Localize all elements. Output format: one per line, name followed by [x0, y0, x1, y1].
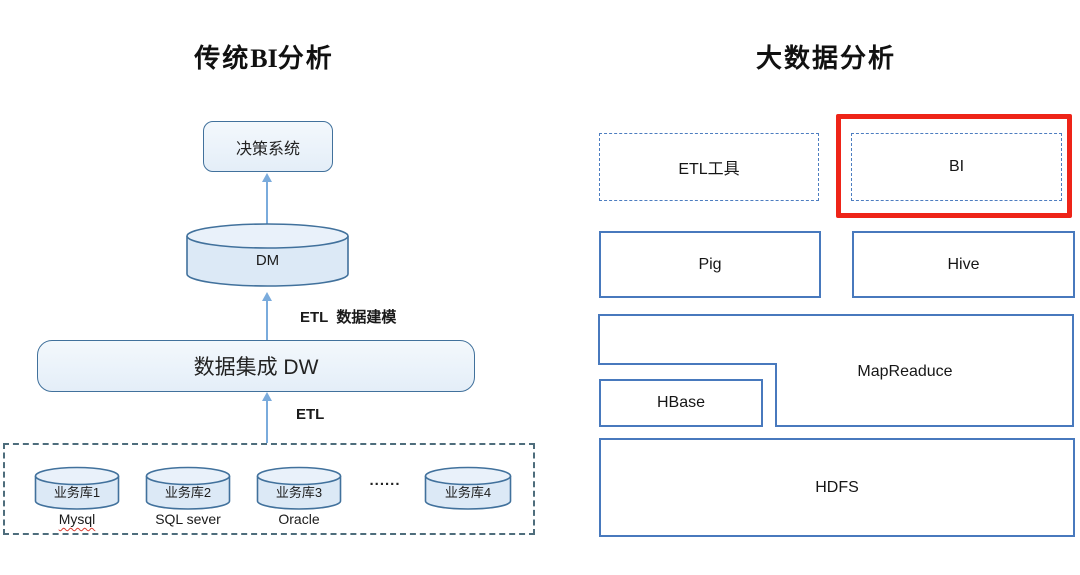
source-databases-container — [3, 443, 535, 535]
source-cylinder-label: 业务库1 — [53, 485, 101, 500]
etl-modeling-label: ETL 数据建模 — [300, 309, 397, 326]
hbase-label: HBase — [656, 394, 706, 411]
mapreduce-shape — [598, 314, 1074, 427]
source-cylinder-3: 业务库3 — [256, 466, 342, 512]
source-cylinder-1: 业务库1 — [34, 466, 120, 512]
dw-label: 数据集成 DW — [193, 356, 319, 379]
arrow-line — [266, 400, 268, 443]
hdfs-box: HDFS — [599, 438, 1075, 537]
hive-box: Hive — [852, 231, 1075, 298]
dm-label: DM — [255, 252, 280, 269]
source-db-type-label: SQL sever — [155, 511, 221, 527]
source-db-type-label: Oracle — [278, 511, 320, 527]
left-title-post: 分析 — [277, 44, 334, 73]
pig-box: Pig — [599, 231, 821, 298]
left-panel-title: 传统BI分析 — [139, 38, 389, 75]
decision-system-box: 决策系统 — [203, 121, 333, 172]
cylinder-shape-icon — [185, 222, 350, 290]
cylinder-shape-icon — [424, 466, 512, 512]
ellipsis-dots: ...... — [369, 472, 401, 489]
decision-system-label: 决策系统 — [235, 140, 300, 158]
etl-tool-label: ETL工具 — [678, 161, 740, 178]
source-db-type-label: Mysql — [58, 511, 96, 527]
dm-cylinder: DM — [185, 222, 350, 290]
mapreduce-label: MapReaduce — [857, 363, 953, 380]
hbase-box: HBase — [599, 379, 763, 427]
left-title-bi: BI — [250, 44, 278, 73]
etl-tool-box: ETL工具 — [599, 133, 819, 201]
left-title-pre: 传统 — [194, 44, 251, 73]
right-panel-title: 大数据分析 — [755, 44, 896, 73]
source-cylinder-label: 业务库3 — [275, 485, 323, 500]
cylinder-shape-icon — [256, 466, 342, 512]
source-cylinder-label: 业务库2 — [164, 485, 212, 500]
arrow-line — [266, 181, 268, 224]
cylinder-shape-icon — [34, 466, 120, 512]
etl-label: ETL — [296, 406, 325, 423]
bi-box: BI — [851, 133, 1062, 201]
source-cylinder-2: 业务库2 — [145, 466, 231, 512]
bi-highlight-frame — [836, 114, 1072, 218]
arrow-up-icon — [262, 173, 272, 182]
arrow-up-icon — [262, 292, 272, 301]
hive-label: Hive — [947, 255, 980, 273]
pig-label: Pig — [698, 255, 722, 273]
dw-integration-box: 数据集成 DW — [37, 340, 475, 392]
source-cylinder-4: 业务库4 — [424, 466, 512, 512]
arrow-line — [266, 300, 268, 340]
source-cylinder-label: 业务库4 — [444, 485, 492, 500]
arrow-up-icon — [262, 392, 272, 401]
hdfs-label: HDFS — [815, 478, 859, 496]
bi-label: BI — [948, 158, 965, 175]
cylinder-shape-icon — [145, 466, 231, 512]
